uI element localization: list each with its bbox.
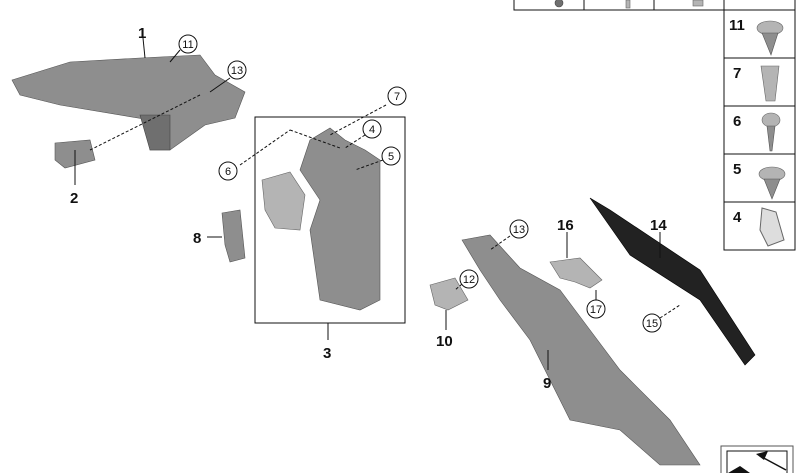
assembly-3-frame <box>254 116 406 324</box>
callout-circle-13b: 13 <box>509 219 529 239</box>
svg-text:15: 15 <box>646 318 658 330</box>
callout-circle-7: 7 <box>387 86 407 106</box>
callout-8: 8 <box>193 230 201 247</box>
callout-circle-4: 4 <box>362 119 382 139</box>
part-1-trim-panel[interactable] <box>11 54 246 151</box>
svg-text:4: 4 <box>369 124 375 136</box>
svg-text:7: 7 <box>394 91 400 103</box>
callout-circle-17: 17 <box>586 299 606 319</box>
fastener-number: 11 <box>729 17 745 34</box>
svg-text:11: 11 <box>182 39 193 51</box>
svg-text:17: 17 <box>590 304 602 316</box>
arrow-up-left-icon[interactable] <box>720 445 794 473</box>
callout-circle-15: 15 <box>642 313 662 333</box>
fastener-table: 11 7 6 5 4 <box>723 9 796 251</box>
callout-16: 16 <box>557 217 574 234</box>
fastener-row-4[interactable]: 4 <box>733 207 785 247</box>
callout-3: 3 <box>323 345 331 362</box>
svg-text:13: 13 <box>231 65 243 77</box>
part-10-cover[interactable] <box>429 277 469 311</box>
part-14-seal[interactable] <box>589 197 756 366</box>
callout-1: 1 <box>138 25 146 42</box>
part-3-pillar-trim[interactable] <box>299 127 381 311</box>
part-cover-left[interactable] <box>261 171 306 231</box>
fastener-number: 7 <box>733 65 741 82</box>
callout-circle-12: 12 <box>459 269 479 289</box>
part-16-bracket[interactable] <box>549 257 603 289</box>
fastener-row-11[interactable]: 11 <box>729 17 784 56</box>
fastener-number: 4 <box>733 209 742 226</box>
svg-text:6: 6 <box>225 166 231 178</box>
fastener-row-5[interactable]: 5 <box>733 161 786 200</box>
fastener-table-top <box>513 0 796 11</box>
fastener-number: 6 <box>733 113 741 130</box>
callout-circle-11: 11 <box>178 34 198 54</box>
callout-circle-13: 13 <box>227 60 247 80</box>
svg-text:13: 13 <box>513 224 525 236</box>
callout-9: 9 <box>543 375 551 392</box>
svg-text:5: 5 <box>388 151 394 163</box>
fastener-row-7[interactable]: 7 <box>733 65 780 102</box>
part-9-pillar-trim[interactable] <box>461 234 701 466</box>
svg-text:12: 12 <box>463 274 475 286</box>
callout-circle-6: 6 <box>218 161 238 181</box>
callout-2: 2 <box>70 190 78 207</box>
fastener-row-6[interactable]: 6 <box>733 112 781 152</box>
callout-14: 14 <box>650 217 667 234</box>
callout-10: 10 <box>436 333 453 350</box>
callout-circle-5: 5 <box>381 146 401 166</box>
part-8-cover[interactable] <box>221 209 246 263</box>
fastener-number: 5 <box>733 161 741 178</box>
